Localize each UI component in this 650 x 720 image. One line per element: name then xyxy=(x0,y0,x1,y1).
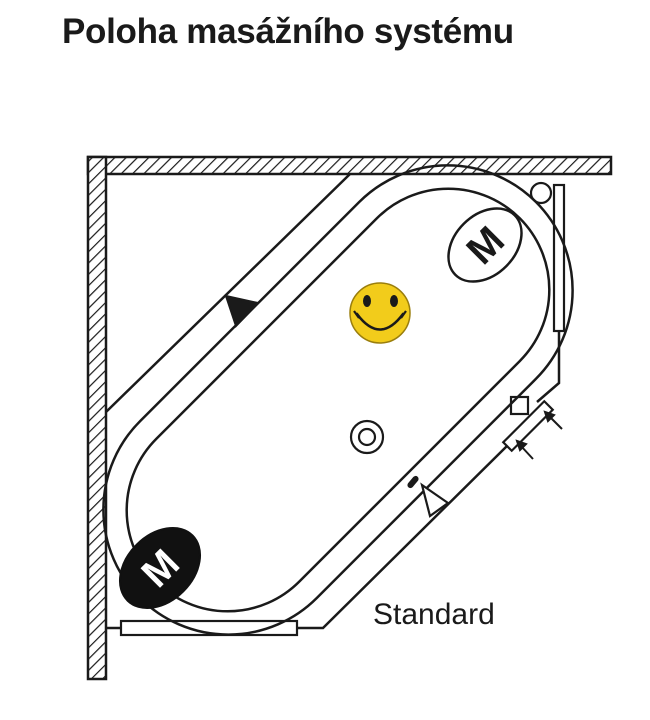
page-title: Poloha masážního systému xyxy=(62,12,514,51)
variant-label: Standard xyxy=(373,598,495,631)
massage-motor-icon: M xyxy=(118,526,202,610)
triangle-arrow-icon xyxy=(420,482,450,518)
corner-panel xyxy=(501,399,555,453)
triangle-arrow-icon xyxy=(224,294,260,328)
side-panel-right xyxy=(552,183,566,333)
drain-icon xyxy=(349,419,385,455)
massage-motor-icon: M xyxy=(447,207,523,283)
smiley-face-icon xyxy=(349,282,411,344)
tap-hole-icon xyxy=(529,181,553,205)
pointer-arrow xyxy=(515,410,563,460)
rim-marker xyxy=(407,475,419,489)
